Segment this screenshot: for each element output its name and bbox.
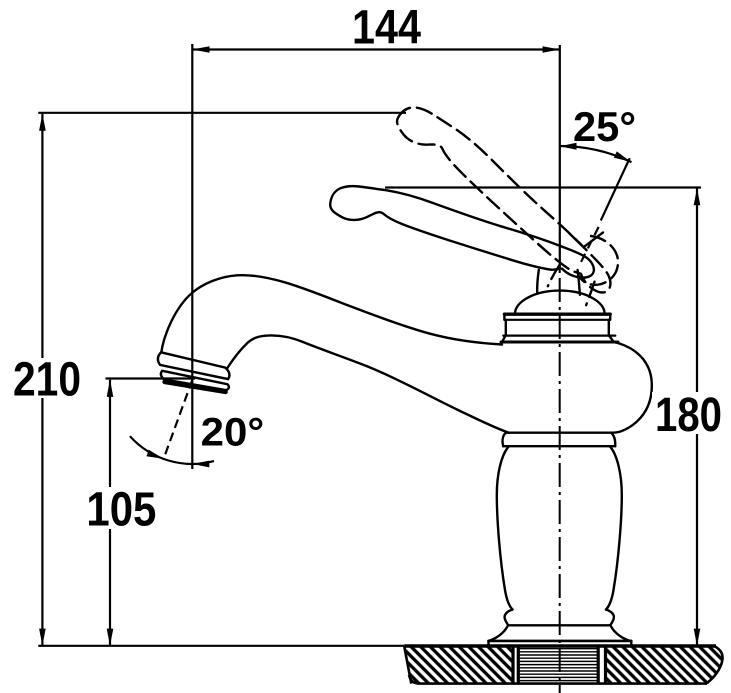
svg-text:180: 180	[655, 389, 722, 442]
svg-text:210: 210	[13, 353, 81, 406]
svg-text:25°: 25°	[573, 103, 636, 150]
svg-text:144: 144	[352, 2, 421, 55]
svg-text:105: 105	[86, 484, 156, 537]
svg-text:20°: 20°	[201, 411, 265, 455]
